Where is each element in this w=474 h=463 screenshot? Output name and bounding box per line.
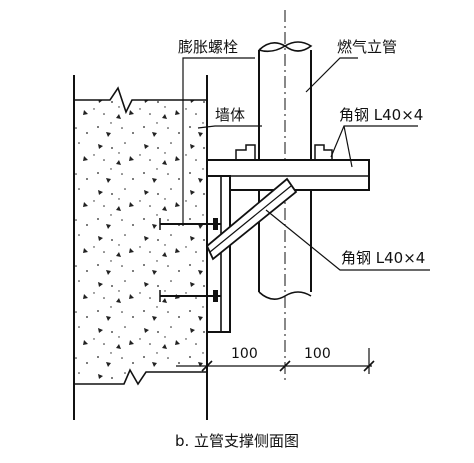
pipe-break-bottom [258, 291, 312, 300]
expansion-bolt-lower [159, 290, 221, 302]
expansion-bolt-upper [159, 218, 221, 230]
figure-caption: b. 立管支撑侧面图 [175, 432, 299, 450]
saddle-left [235, 144, 256, 161]
leader-angle-brace [265, 209, 430, 271]
label-expansion-bolt: 膨胀螺栓 [178, 38, 238, 56]
pipe-break-top [258, 41, 313, 53]
dimension-line [176, 348, 375, 374]
angle-steel-brace [205, 177, 298, 261]
leader-wall [197, 125, 262, 129]
angle-steel-horizontal [206, 159, 370, 191]
leader-gas-riser [305, 57, 358, 93]
wall-break-top [74, 86, 207, 115]
wall-break-bottom [74, 368, 207, 386]
leader-expansion-bolt [182, 57, 255, 226]
label-angle-steel-brace: 角钢 L40×4 [341, 249, 425, 267]
label-angle-steel-top: 角钢 L40×4 [339, 106, 423, 124]
label-gas-riser: 燃气立管 [337, 38, 397, 56]
wall-body [74, 88, 207, 382]
dimension-right-value: 100 [304, 346, 331, 362]
leader-angle-top [330, 125, 418, 168]
label-wall: 墙体 [215, 106, 245, 124]
dimension-left-value: 100 [231, 346, 258, 362]
saddle-right [314, 144, 333, 161]
leaders [182, 57, 430, 271]
wall-section [73, 75, 208, 420]
